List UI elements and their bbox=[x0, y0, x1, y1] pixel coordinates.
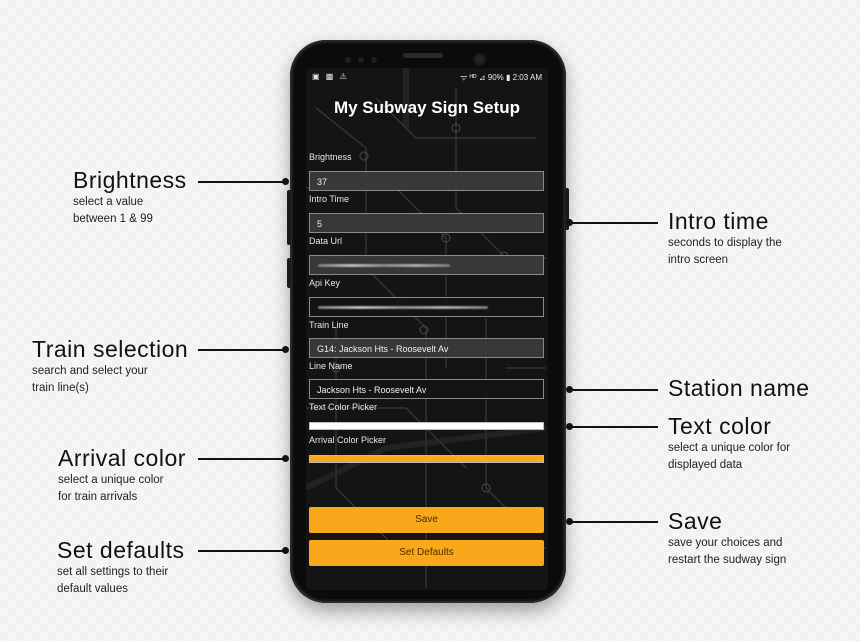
arrival-color-picker[interactable] bbox=[309, 455, 544, 463]
intro-time-input[interactable]: 5 bbox=[309, 213, 544, 233]
annotation-title: Intro time bbox=[668, 208, 769, 234]
callout-line bbox=[198, 458, 286, 460]
data-url-label: Data Url bbox=[309, 236, 343, 246]
brightness-input[interactable]: 37 bbox=[309, 171, 544, 191]
redacted-value bbox=[318, 306, 488, 309]
annotation-desc: select a unique color bbox=[58, 474, 164, 486]
annotation-desc: save your choices and bbox=[668, 537, 783, 549]
station-name-annotation: Station name bbox=[668, 375, 810, 402]
annotation-desc: intro screen bbox=[668, 254, 729, 266]
text-color-picker[interactable] bbox=[309, 422, 544, 430]
annotation-title: Arrival color bbox=[58, 445, 186, 471]
api-key-input[interactable] bbox=[309, 297, 544, 317]
annotation-desc: train line(s) bbox=[32, 382, 89, 394]
redacted-value bbox=[318, 264, 450, 267]
bixby-button bbox=[287, 258, 291, 288]
callout-dot bbox=[566, 386, 573, 393]
callout-dot bbox=[566, 518, 573, 525]
annotation-desc: for train arrivals bbox=[58, 491, 138, 503]
volume-button bbox=[287, 190, 291, 245]
intro-time-label: Intro Time bbox=[309, 194, 350, 204]
earpiece-speaker bbox=[403, 53, 443, 58]
status-bar: ▣ ▩ ⚠ ᯤ ᴴᴰ ⊿ 90% ▮ 2:03 AM bbox=[306, 68, 548, 86]
callout-line bbox=[570, 222, 658, 224]
brightness-label: Brightness bbox=[309, 152, 352, 162]
sensor-dot bbox=[358, 57, 364, 63]
annotation-desc: set all settings to their bbox=[57, 566, 169, 578]
callout-dot bbox=[566, 219, 573, 226]
annotation-desc: displayed data bbox=[668, 459, 743, 471]
brightness-annotation: Brightness select a value between 1 & 99 bbox=[73, 167, 187, 228]
annotation-desc: select a value bbox=[73, 196, 144, 208]
sensor-dot bbox=[371, 57, 377, 63]
annotation-title: Save bbox=[668, 508, 723, 534]
intro-time-annotation: Intro time seconds to display the intro … bbox=[668, 208, 782, 269]
callout-dot bbox=[282, 547, 289, 554]
callout-dot bbox=[566, 423, 573, 430]
annotation-desc: seconds to display the bbox=[668, 237, 782, 249]
annotation-title: Train selection bbox=[32, 336, 189, 362]
save-button[interactable]: Save bbox=[309, 507, 544, 533]
front-camera-icon bbox=[475, 55, 484, 64]
annotation-desc: between 1 & 99 bbox=[73, 213, 153, 225]
api-key-label: Api Key bbox=[309, 278, 341, 288]
train-line-label: Train Line bbox=[309, 320, 349, 330]
arrival-color-annotation: Arrival color select a unique color for … bbox=[58, 445, 186, 506]
train-line-input[interactable]: G14: Jackson Hts - Roosevelt Av bbox=[309, 338, 544, 358]
set-defaults-annotation: Set defaults set all settings to their d… bbox=[57, 537, 184, 598]
callout-dot bbox=[282, 178, 289, 185]
train-selection-annotation: Train selection search and select your t… bbox=[32, 336, 188, 397]
phone-screen: ▣ ▩ ⚠ ᯤ ᴴᴰ ⊿ 90% ▮ 2:03 AM My Subway Sig… bbox=[306, 68, 548, 590]
annotation-title: Brightness bbox=[73, 167, 187, 193]
set-defaults-button[interactable]: Set Defaults bbox=[309, 540, 544, 566]
annotation-desc: search and select your bbox=[32, 365, 148, 377]
line-name-input[interactable]: Jackson Hts - Roosevelt Av bbox=[309, 379, 544, 399]
annotation-desc: restart the sudway sign bbox=[668, 554, 787, 566]
data-url-input[interactable] bbox=[309, 255, 544, 275]
power-button bbox=[565, 188, 569, 230]
annotation-desc: default values bbox=[57, 583, 128, 595]
arrival-color-label: Arrival Color Picker bbox=[309, 435, 387, 445]
annotation-title: Text color bbox=[668, 413, 772, 439]
callout-line bbox=[198, 349, 286, 351]
text-color-label: Text Color Picker bbox=[309, 402, 378, 412]
annotation-title: Set defaults bbox=[57, 537, 185, 563]
callout-dot bbox=[282, 346, 289, 353]
callout-line bbox=[570, 426, 658, 428]
line-name-label: Line Name bbox=[309, 361, 353, 371]
callout-line bbox=[570, 389, 658, 391]
text-color-annotation: Text color select a unique color for dis… bbox=[668, 413, 790, 474]
save-annotation: Save save your choices and restart the s… bbox=[668, 508, 786, 569]
callout-line bbox=[198, 550, 286, 552]
callout-dot bbox=[282, 455, 289, 462]
status-indicators: ᯤ ᴴᴰ ⊿ 90% ▮ 2:03 AM bbox=[460, 73, 542, 82]
callout-line bbox=[198, 181, 286, 183]
callout-line bbox=[570, 521, 658, 523]
annotation-desc: select a unique color for bbox=[668, 442, 791, 454]
annotation-title: Station name bbox=[668, 375, 810, 401]
sensor-dot bbox=[345, 57, 351, 63]
notification-icons: ▣ ▩ ⚠ bbox=[312, 72, 349, 81]
page-title: My Subway Sign Setup bbox=[333, 98, 521, 117]
